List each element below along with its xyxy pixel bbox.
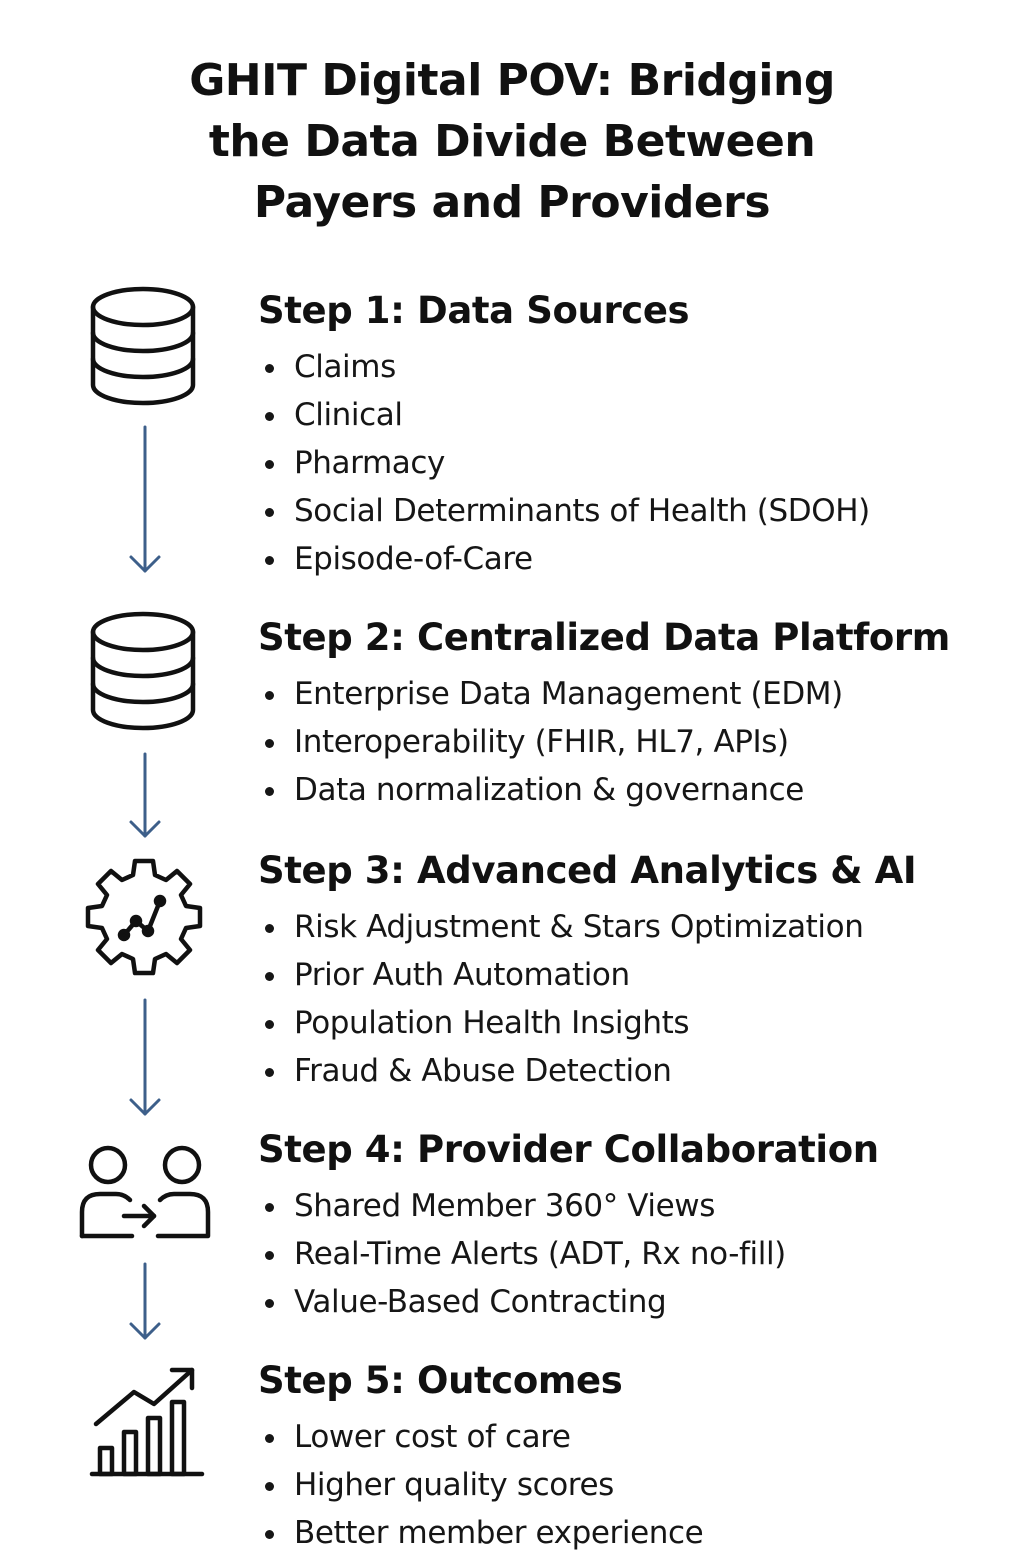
flow-arrow bbox=[125, 998, 165, 1118]
step-2: Step 2: Centralized Data Platform Enterp… bbox=[258, 616, 998, 814]
step-title: Step 3: Advanced Analytics & AI bbox=[258, 849, 917, 892]
bullet-item: Higher quality scores bbox=[258, 1461, 998, 1509]
step-bullet-list: Shared Member 360° Views Real-Time Alert… bbox=[258, 1182, 998, 1326]
bullet-item: Claims bbox=[258, 343, 998, 391]
bullet-item: Better member experience bbox=[258, 1509, 998, 1557]
step-1: Step 1: Data Sources Claims Clinical Pha… bbox=[258, 289, 998, 583]
page-title: GHIT Digital POV: Bridging the Data Divi… bbox=[0, 50, 1024, 233]
title-line: Payers and Providers bbox=[253, 177, 771, 228]
step-bullet-list: Enterprise Data Management (EDM) Interop… bbox=[258, 670, 998, 814]
title-line: GHIT Digital POV: Bridging bbox=[189, 55, 835, 106]
step-bullet-list: Claims Clinical Pharmacy Social Determin… bbox=[258, 343, 998, 583]
database-icon bbox=[60, 283, 230, 413]
bullet-item: Lower cost of care bbox=[258, 1413, 998, 1461]
growth-chart-icon bbox=[60, 1358, 230, 1488]
bullet-item: Interoperability (FHIR, HL7, APIs) bbox=[258, 718, 998, 766]
bullet-item: Data normalization & governance bbox=[258, 766, 998, 814]
bullet-item: Population Health Insights bbox=[258, 999, 998, 1047]
step-title: Step 4: Provider Collaboration bbox=[258, 1128, 879, 1171]
people-exchange-icon bbox=[60, 1140, 230, 1270]
database-icon bbox=[60, 608, 230, 738]
step-bullet-list: Lower cost of care Higher quality scores… bbox=[258, 1413, 998, 1557]
step-5: Step 5: Outcomes Lower cost of care High… bbox=[258, 1359, 998, 1557]
bullet-item: Fraud & Abuse Detection bbox=[258, 1047, 998, 1095]
flow-arrow bbox=[125, 752, 165, 840]
bullet-item: Episode-of-Care bbox=[258, 535, 998, 583]
bullet-item: Value-Based Contracting bbox=[258, 1278, 998, 1326]
step-title: Step 2: Centralized Data Platform bbox=[258, 616, 950, 659]
bullet-item: Real-Time Alerts (ADT, Rx no-fill) bbox=[258, 1230, 998, 1278]
flow-arrow bbox=[125, 425, 165, 575]
bullet-item: Enterprise Data Management (EDM) bbox=[258, 670, 998, 718]
gear-analytics-icon bbox=[60, 855, 230, 985]
title-line: the Data Divide Between bbox=[208, 116, 816, 167]
step-title: Step 1: Data Sources bbox=[258, 289, 690, 332]
step-bullet-list: Risk Adjustment & Stars Optimization Pri… bbox=[258, 903, 998, 1095]
step-title: Step 5: Outcomes bbox=[258, 1359, 623, 1402]
bullet-item: Pharmacy bbox=[258, 439, 998, 487]
step-3: Step 3: Advanced Analytics & AI Risk Adj… bbox=[258, 849, 998, 1095]
bullet-item: Prior Auth Automation bbox=[258, 951, 998, 999]
bullet-item: Shared Member 360° Views bbox=[258, 1182, 998, 1230]
bullet-item: Clinical bbox=[258, 391, 998, 439]
flow-arrow bbox=[125, 1262, 165, 1342]
bullet-item: Social Determinants of Health (SDOH) bbox=[258, 487, 998, 535]
bullet-item: Risk Adjustment & Stars Optimization bbox=[258, 903, 998, 951]
step-4: Step 4: Provider Collaboration Shared Me… bbox=[258, 1128, 998, 1326]
